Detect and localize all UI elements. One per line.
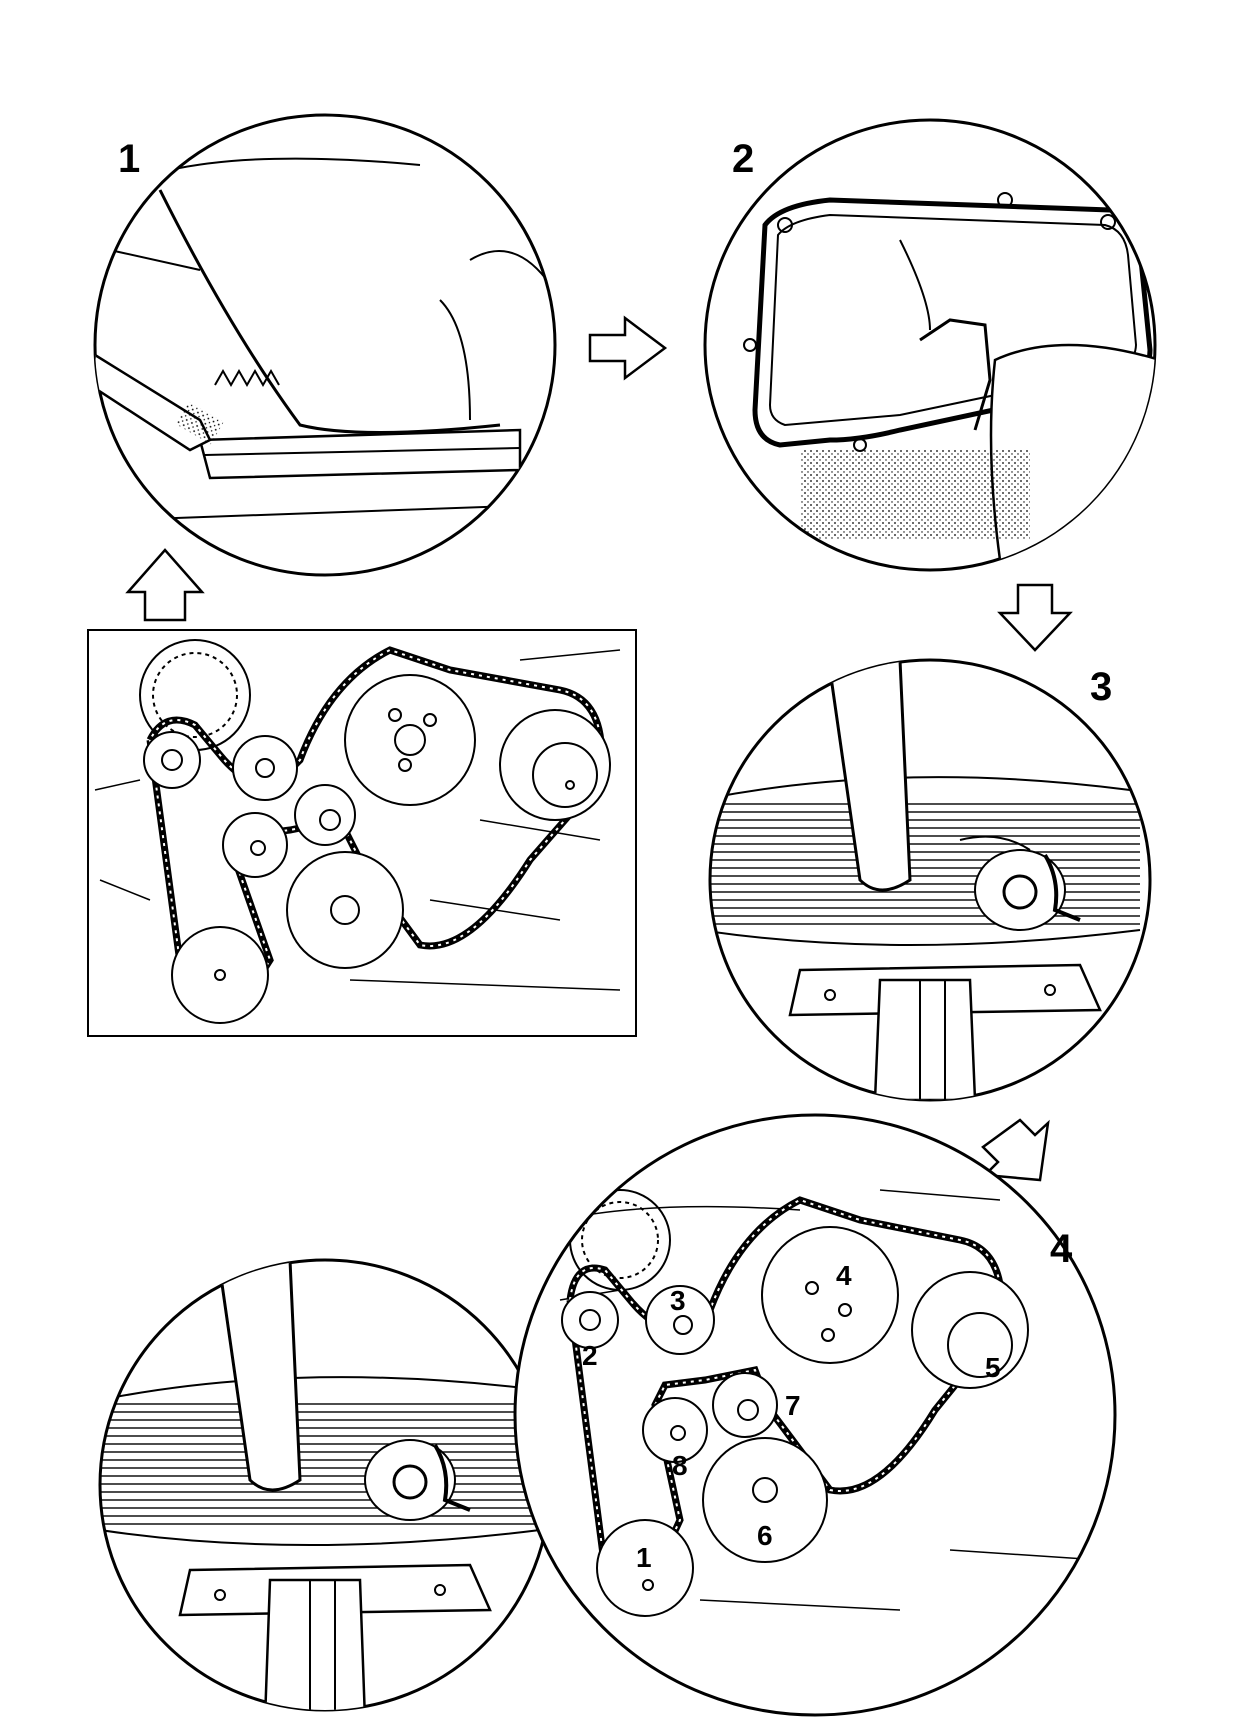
pulley-6 <box>702 1437 828 1563</box>
idler-pulley-left <box>222 812 288 878</box>
pulley-1-number: 1 <box>636 1542 652 1573</box>
pulley-7-number: 7 <box>785 1390 801 1421</box>
idler-pulley-upper <box>232 735 298 801</box>
arrow-right-icon <box>588 315 668 381</box>
arrow-down-icon <box>997 583 1073 652</box>
pulley-8-number: 8 <box>672 1450 688 1481</box>
pulley-6-number: 6 <box>757 1520 773 1551</box>
step-2-panel: 2 <box>703 118 1157 572</box>
pulley-5-number: 5 <box>985 1352 1001 1383</box>
step-3-label: 3 <box>1090 665 1112 709</box>
idler-pulley-mid <box>294 784 356 846</box>
step-1-label: 1 <box>118 137 140 181</box>
step-4-label: 4 <box>1050 1227 1073 1271</box>
belt-routing-overview <box>87 629 637 1037</box>
pulley-8 <box>642 1397 708 1463</box>
pulley-5 <box>911 1271 1029 1389</box>
tensioner-pulley <box>143 731 201 789</box>
pulley-3-number: 3 <box>670 1285 686 1316</box>
crankshaft-pulley <box>171 926 269 1024</box>
tension-release-panel <box>98 1258 552 1712</box>
pulley-7 <box>712 1372 778 1438</box>
wrench-handle <box>828 660 912 892</box>
water-pump-pulley <box>344 674 476 806</box>
ac-compressor-pulley <box>286 851 404 969</box>
pulley-1 <box>596 1519 694 1617</box>
power-steering-pulley <box>499 709 611 821</box>
pulley-2 <box>561 1291 619 1349</box>
step-1-panel: 1 <box>93 113 557 577</box>
step-4-panel: 1 2 3 4 5 6 7 8 4 <box>513 1113 1117 1717</box>
spring <box>214 368 280 388</box>
step-3-panel: 3 <box>708 658 1152 1102</box>
step-2-label: 2 <box>732 137 754 181</box>
pulley-2-number: 2 <box>582 1340 598 1371</box>
pulley-4 <box>761 1226 899 1364</box>
pulley-3 <box>645 1285 715 1355</box>
arrow-diagonal-icon <box>981 1118 1050 1182</box>
pulley-4-number: 4 <box>836 1260 852 1291</box>
arrow-up-icon <box>125 548 205 622</box>
